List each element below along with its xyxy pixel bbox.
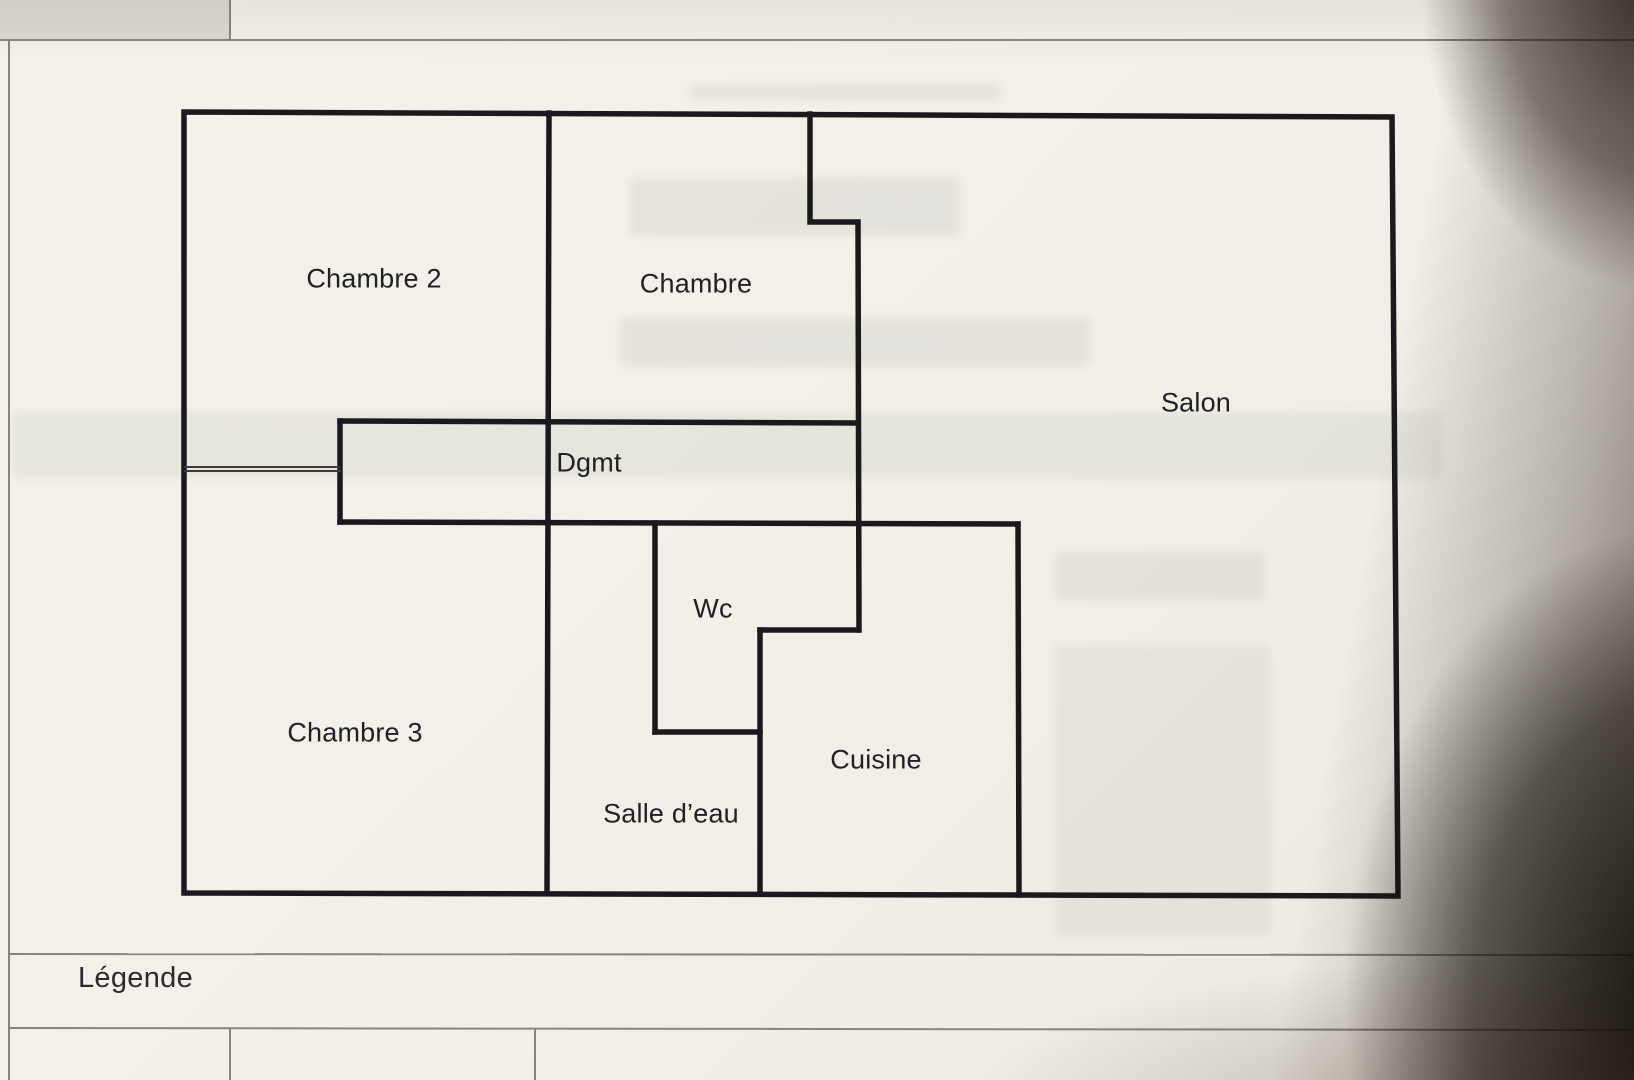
- wall-bedrooms-divider: [544, 110, 552, 896]
- room-label-salon: Salon: [1160, 387, 1232, 418]
- room-label-wc: Wc: [693, 593, 733, 624]
- legend-title: Légende: [78, 962, 193, 994]
- room-label-salle-deau: Salle d’eau: [603, 798, 739, 829]
- room-label-chambre-3: Chambre 3: [287, 717, 423, 748]
- wall-corridor-top: [337, 418, 861, 426]
- wall-corridor-bottom: [337, 519, 1021, 527]
- room-label-cuisine: Cuisine: [830, 744, 922, 775]
- room-label-chambre-2: Chambre 2: [306, 263, 442, 294]
- wall-chambre-right: [807, 111, 862, 633]
- wall-cuisine-right: [1015, 521, 1022, 898]
- room-label-dgmt: Dgmt: [556, 447, 622, 478]
- room-label-chambre: Chambre: [639, 268, 753, 299]
- outer-wall: [181, 109, 1401, 899]
